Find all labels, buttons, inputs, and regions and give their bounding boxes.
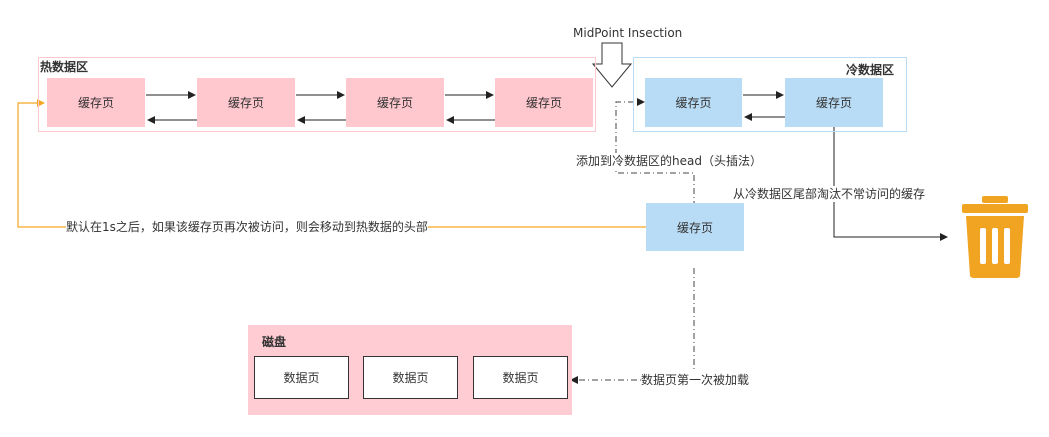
evict-label: 从冷数据区尾部淘汰不常访问的缓存	[733, 186, 926, 202]
disk-to-loaded-path	[570, 268, 695, 384]
disk-data-page-2: 数据页	[363, 356, 458, 399]
loaded-cache-page: 缓存页	[646, 203, 744, 251]
disk-data-page-3: 数据页	[473, 356, 568, 399]
midpoint-arrow-icon	[591, 42, 633, 88]
cold-cache-page-2: 缓存页	[785, 78, 883, 127]
disk-title: 磁盘	[262, 335, 287, 349]
hot-cache-page-4: 缓存页	[495, 78, 593, 127]
hot-cache-page-2: 缓存页	[197, 78, 295, 127]
trash-bin-icon	[962, 196, 1028, 278]
hot-cache-page-3: 缓存页	[346, 78, 444, 127]
disk-data-page-1: 数据页	[254, 356, 349, 399]
hot-region-title: 热数据区	[40, 60, 89, 74]
hot-cache-page-1: 缓存页	[47, 78, 145, 127]
midpoint-label: MidPoint Insection	[573, 26, 683, 40]
first-load-label: 数据页第一次被加载	[641, 372, 750, 388]
load-to-cold-path	[615, 98, 695, 207]
cold-cache-page-1: 缓存页	[645, 78, 742, 127]
cold-region	[633, 57, 907, 132]
add-to-cold-head-label: 添加到冷数据区的head（头插法）	[576, 153, 762, 169]
cold-region-title: 冷数据区	[846, 63, 895, 77]
hot-region	[38, 57, 596, 132]
promote-label: 默认在1s之后，如果该缓存页再次被访问，则会移动到热数据的头部	[66, 219, 428, 235]
evict-path	[833, 127, 948, 241]
